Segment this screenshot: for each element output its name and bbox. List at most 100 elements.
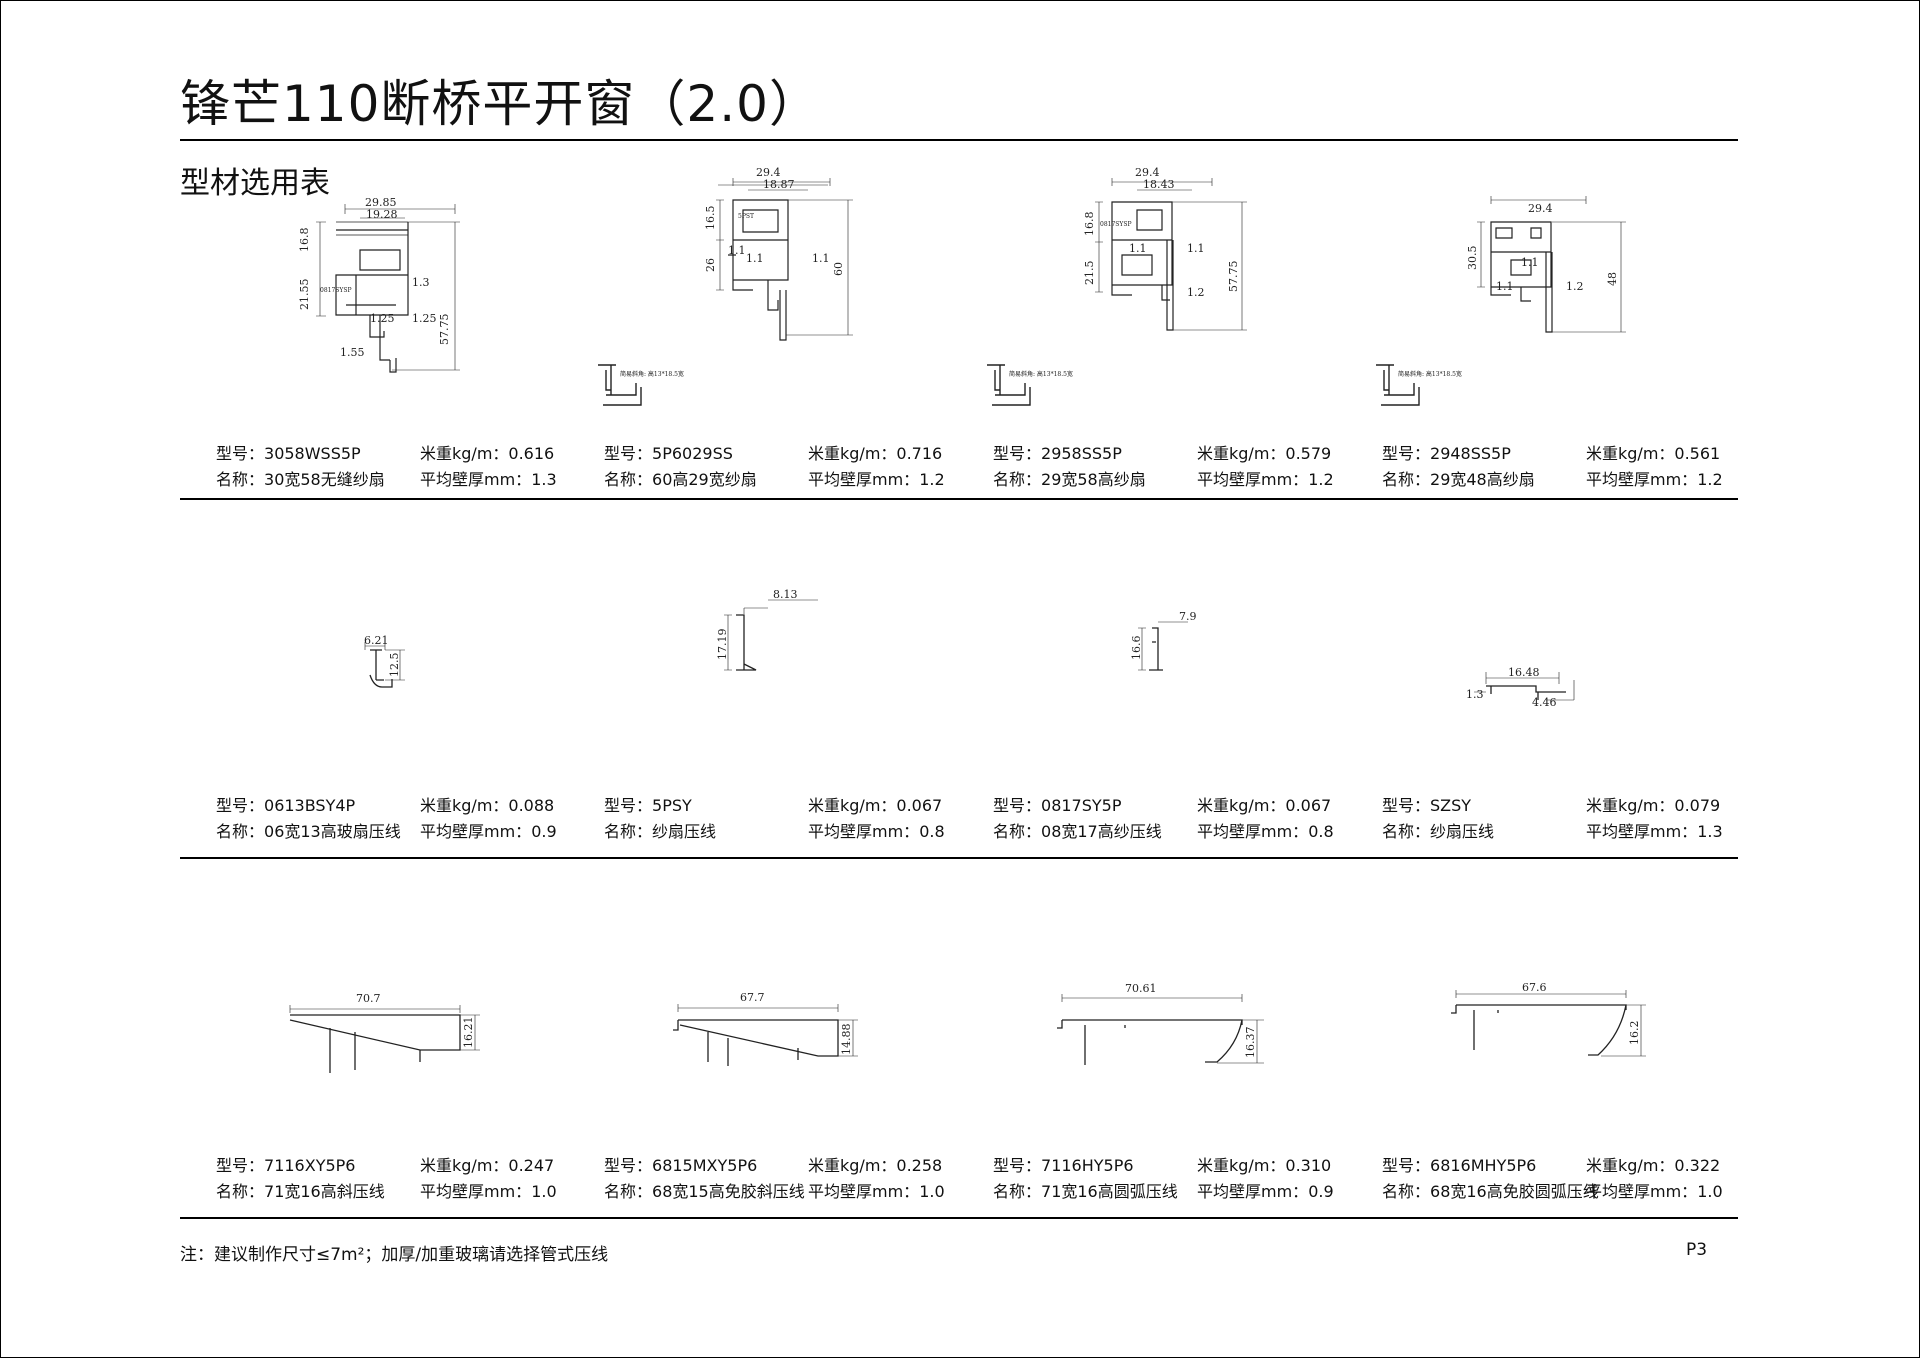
thickness-label: 平均壁厚mm： [1586,1182,1698,1201]
profile-section-drawing: 70.7 16.21 [289,992,480,1073]
thickness-label: 平均壁厚mm： [1586,470,1698,489]
weight-label: 米重kg/m： [1586,796,1675,815]
model-number: 2948SS5P [1430,444,1511,463]
profile-name: 30宽58无缝纱扇 [264,470,385,489]
thickness-label: 平均壁厚mm： [420,470,532,489]
model-number: 3058WSS5P [264,444,361,463]
profile-section-drawing: 67.6 16.2 [1451,981,1646,1057]
thickness-label: 平均壁厚mm： [1197,1182,1309,1201]
weight-label: 米重kg/m： [1586,1156,1675,1175]
dim-label: 1.25 [412,312,437,325]
profile-name: 06宽13高玻扇压线 [264,822,401,841]
dim-label: 29.4 [756,166,781,179]
thickness-value: 0.9 [1308,1182,1334,1201]
dim-label: 12.5 [388,653,401,678]
profile-name: 29宽48高纱扇 [1430,470,1535,489]
dim-label: 16.21 [462,1017,475,1049]
model-label: 型号： [993,796,1042,815]
dim-label: 1.1 [1521,256,1539,269]
thickness-value: 1.0 [531,1182,557,1201]
dim-label: 18.87 [763,178,795,191]
dim-label: 14.88 [840,1024,853,1056]
dim-label: 1.3 [1466,688,1484,701]
name-label: 名称： [604,1182,653,1201]
name-label: 名称： [1382,822,1431,841]
thickness-value: 0.8 [1308,822,1334,841]
dim-label: 48 [1606,272,1619,286]
name-label: 名称： [1382,1182,1431,1201]
profile-name: 29宽58高纱扇 [1041,470,1146,489]
thickness-value: 1.3 [1697,822,1723,841]
name-label: 名称： [604,822,653,841]
dim-label: 16.2 [1628,1021,1641,1046]
profile-section-drawing: 6.21 12.5 [364,634,405,688]
profile-name: 68宽15高免胶斜压线 [652,1182,805,1201]
thickness-value: 0.8 [919,822,945,841]
dim-label: 29.85 [365,196,397,209]
dim-label: 17.19 [716,629,729,661]
weight-value: 0.561 [1674,444,1721,463]
dim-label: 16.8 [1083,212,1096,237]
dim-label: 67.6 [1522,981,1547,994]
profile-name: 71宽16高斜压线 [264,1182,385,1201]
profile-card: 7.9 16.6 型号：0817SY5P 米重kg/m：0.067 名称：08宽… [957,520,1347,860]
profile-name: 08宽17高纱压线 [1041,822,1162,841]
model-label: 型号： [604,444,653,463]
weight-label: 米重kg/m： [420,796,509,815]
model-number: 6816MHY5P6 [1430,1156,1537,1175]
weight-value: 0.579 [1285,444,1332,463]
profile-card: 70.61 16.37 型号：7116HY5P6 米重kg/m：0.310 名称… [957,880,1347,1220]
weight-value: 0.322 [1674,1156,1721,1175]
thickness-value: 1.2 [1697,470,1723,489]
profile-section-drawing: 67.7 14.88 [673,991,858,1066]
dim-label: 1.1 [1187,242,1205,255]
thickness-value: 1.0 [1697,1182,1723,1201]
thickness-value: 0.9 [531,822,557,841]
dim-label: 1.1 [728,244,746,257]
dim-label: 21.55 [298,279,311,311]
profile-section-drawing: 29.4 30.5 1.1 1.1 1.2 48 简易斜角: 高13*18.5宽 [1376,196,1626,406]
profile-card: 29.4 18.87 16.5 26 1.1 1.1 1.1 60 5PST 简… [568,160,958,500]
profile-code-label: 5PST [738,213,754,220]
dim-label: 16.48 [1508,666,1540,679]
weight-value: 0.088 [508,796,555,815]
thickness-label: 平均壁厚mm： [808,822,920,841]
dim-label: 70.7 [356,992,381,1005]
model-label: 型号： [216,444,265,463]
weight-label: 米重kg/m： [1586,444,1675,463]
model-number: 5P6029SS [652,444,733,463]
footnote: 注：建议制作尺寸≤7m²；加厚/加重玻璃请选择管式压线 [180,1245,609,1265]
name-label: 名称： [993,822,1042,841]
profile-code-label: 0817SYSP [320,287,352,294]
model-number: 0613BSY4P [264,796,356,815]
thickness-label: 平均壁厚mm： [420,1182,532,1201]
thickness-label: 平均壁厚mm： [808,470,920,489]
model-label: 型号： [1382,444,1431,463]
dim-label: 1.55 [340,346,365,359]
dim-label: 18.43 [1143,178,1175,191]
dim-label: 30.5 [1466,246,1479,271]
weight-label: 米重kg/m： [808,1156,897,1175]
model-number: 2958SS5P [1041,444,1122,463]
thickness-label: 平均壁厚mm： [808,1182,920,1201]
dim-label: 1.1 [746,252,764,265]
dim-label: 1.1 [1129,242,1147,255]
profile-section-drawing: 29.4 18.43 16.8 21.5 1.1 1.1 1.2 57.75 0… [987,166,1247,406]
dim-label: 4.46 [1532,696,1557,709]
model-label: 型号： [993,1156,1042,1175]
weight-value: 0.616 [508,444,555,463]
model-label: 型号： [604,1156,653,1175]
profile-card: 29.4 30.5 1.1 1.1 1.2 48 简易斜角: 高13*18.5宽… [1346,160,1736,500]
thickness-label: 平均壁厚mm： [1197,822,1309,841]
weight-label: 米重kg/m： [420,444,509,463]
name-label: 名称： [1382,470,1431,489]
name-label: 名称： [993,470,1042,489]
row-divider [180,857,1738,859]
row-divider [180,498,1738,500]
dim-label: 21.5 [1083,261,1096,286]
dim-label: 29.4 [1528,202,1553,215]
corner-note: 简易斜角: 高13*18.5宽 [620,370,684,378]
thickness-label: 平均壁厚mm： [1586,822,1698,841]
dim-label: 16.8 [298,228,311,253]
profile-section-drawing: 29.85 19.28 16.8 21.55 1.3 1.25 1.25 1.5… [298,196,460,373]
